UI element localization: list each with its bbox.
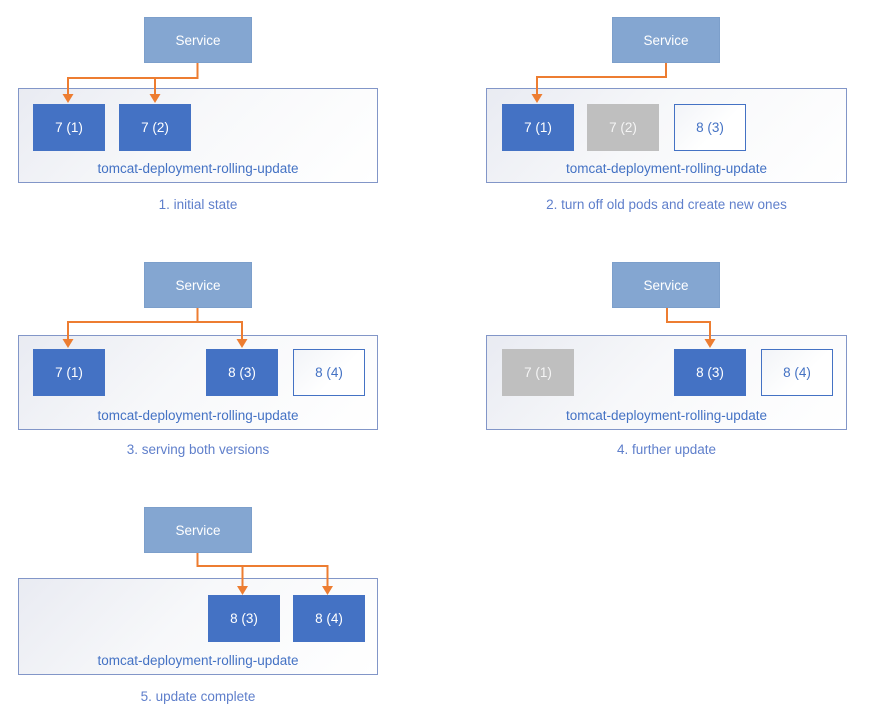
- pod-8-3: 8 (3): [674, 349, 746, 396]
- pod-label: 7 (1): [524, 120, 552, 135]
- pod-7-1: 7 (1): [502, 104, 574, 151]
- pod-label: 8 (3): [696, 365, 724, 380]
- service-label: Service: [643, 32, 689, 48]
- service-label: Service: [175, 32, 221, 48]
- service-label: Service: [643, 277, 689, 293]
- deployment-box: 7 (1) 7 (2) 8 (3) tomcat-deployment-roll…: [486, 88, 847, 183]
- service-box: Service: [144, 17, 252, 63]
- service-box: Service: [612, 262, 720, 308]
- pod-7-1: 7 (1): [33, 104, 105, 151]
- pod-label: 7 (1): [55, 120, 83, 135]
- pod-label: 7 (2): [609, 120, 637, 135]
- pod-label: 7 (1): [55, 365, 83, 380]
- deployment-label: tomcat-deployment-rolling-update: [97, 408, 299, 423]
- pod-label: 7 (2): [141, 120, 169, 135]
- deployment-box: 8 (3) 8 (4) tomcat-deployment-rolling-up…: [18, 578, 378, 675]
- pod-7-2: 7 (2): [119, 104, 191, 151]
- pod-7-1: 7 (1): [33, 349, 105, 396]
- deployment-box: 7 (1) 7 (2) tomcat-deployment-rolling-up…: [18, 88, 378, 183]
- pod-8-4: 8 (4): [761, 349, 833, 396]
- pod-label: 8 (4): [783, 365, 811, 380]
- pod-7-1: 7 (1): [502, 349, 574, 396]
- stage-caption: 2. turn off old pods and create new ones: [546, 197, 787, 212]
- service-label: Service: [175, 522, 221, 538]
- service-box: Service: [612, 17, 720, 63]
- deployment-box: 7 (1) 8 (3) 8 (4) tomcat-deployment-roll…: [486, 335, 847, 430]
- pod-label: 7 (1): [524, 365, 552, 380]
- service-box: Service: [144, 262, 252, 308]
- pod-8-3: 8 (3): [674, 104, 746, 151]
- deployment-label: tomcat-deployment-rolling-update: [97, 161, 299, 176]
- pod-8-3: 8 (3): [206, 349, 278, 396]
- pod-8-4: 8 (4): [293, 595, 365, 642]
- stage-caption: 5. update complete: [140, 689, 256, 704]
- pod-label: 8 (4): [315, 611, 343, 626]
- stage-caption: 4. further update: [616, 442, 717, 457]
- stage-caption: 1. initial state: [158, 197, 238, 212]
- pod-label: 8 (3): [230, 611, 258, 626]
- deployment-label: tomcat-deployment-rolling-update: [97, 653, 299, 668]
- deployment-box: 7 (1) 8 (3) 8 (4) tomcat-deployment-roll…: [18, 335, 378, 430]
- pod-label: 8 (3): [696, 120, 724, 135]
- pod-label: 8 (3): [228, 365, 256, 380]
- pod-7-2: 7 (2): [587, 104, 659, 151]
- service-box: Service: [144, 507, 252, 553]
- service-label: Service: [175, 277, 221, 293]
- deployment-label: tomcat-deployment-rolling-update: [565, 161, 768, 176]
- pod-8-3: 8 (3): [208, 595, 280, 642]
- pod-8-4: 8 (4): [293, 349, 365, 396]
- stage-caption: 3. serving both versions: [126, 442, 270, 457]
- deployment-label: tomcat-deployment-rolling-update: [565, 408, 768, 423]
- pod-label: 8 (4): [315, 365, 343, 380]
